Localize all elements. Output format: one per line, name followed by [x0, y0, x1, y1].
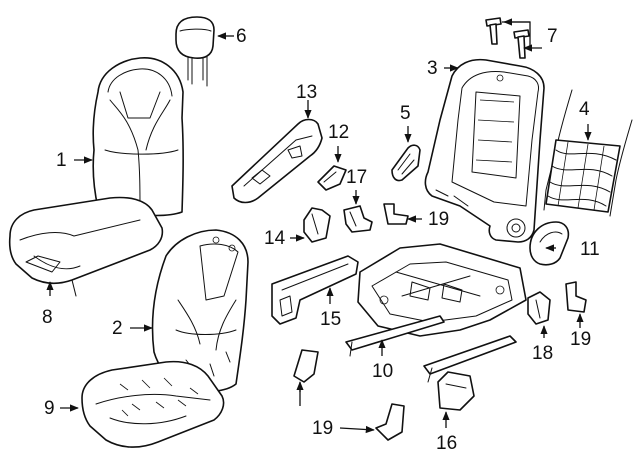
leader-lines — [46, 18, 592, 434]
trim-cap — [317, 165, 347, 191]
callout-4: 4 — [579, 99, 590, 120]
callout-19-bottom: 19 — [312, 418, 334, 439]
callout-13: 13 — [296, 82, 318, 103]
callout-19-right: 19 — [570, 329, 592, 350]
seat-track-frame — [345, 243, 527, 383]
callout-5: 5 — [400, 103, 411, 124]
side-shield — [231, 118, 323, 204]
callout-10: 10 — [372, 361, 394, 382]
callout-6: 6 — [236, 26, 247, 47]
seat-cushion-pad — [81, 360, 225, 448]
callout-9: 9 — [44, 398, 55, 419]
headrest — [175, 16, 215, 87]
bracket-19-top — [383, 203, 409, 225]
trim-panel — [271, 255, 359, 325]
callout-11: 11 — [580, 239, 600, 260]
track-cover-16 — [437, 371, 475, 411]
bracket-18 — [527, 291, 551, 325]
headrest-guides — [485, 17, 530, 59]
seat-back-frame — [424, 58, 545, 243]
callout-16: 16 — [436, 433, 458, 454]
callout-1: 1 — [56, 150, 67, 171]
callout-7: 7 — [547, 26, 558, 47]
recliner-cover — [529, 221, 570, 266]
callout-14: 14 — [264, 228, 286, 249]
callout-15: 15 — [320, 309, 342, 330]
bracket-14 — [303, 207, 331, 243]
bracket-19-right — [565, 281, 587, 313]
callout-8: 8 — [42, 307, 53, 328]
callout-12: 12 — [328, 122, 350, 143]
track-cover-19-bottom — [375, 403, 405, 441]
lumbar-support — [543, 89, 633, 217]
seat-back-cover — [92, 57, 184, 217]
track-cover-19-left — [293, 349, 319, 383]
bracket-5 — [391, 144, 421, 182]
callout-18: 18 — [532, 343, 554, 364]
callout-17: 17 — [346, 167, 368, 188]
bracket-17 — [343, 205, 373, 233]
callout-19-top: 19 — [428, 209, 450, 230]
callout-2: 2 — [112, 318, 123, 339]
seat-cushion-cover — [8, 196, 164, 297]
callout-3: 3 — [427, 58, 438, 79]
